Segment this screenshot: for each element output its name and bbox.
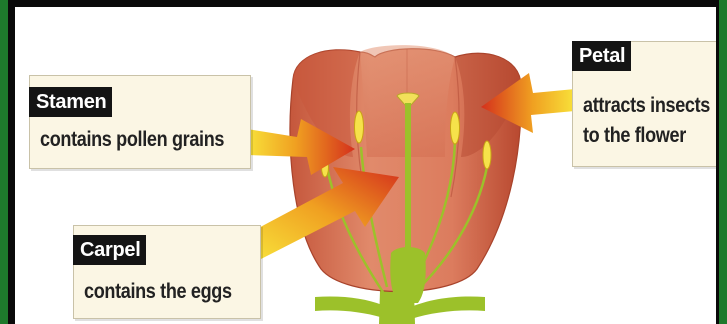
diagram-panel: contains pollen grains Stamen attracts i… bbox=[8, 0, 719, 324]
carpel-description: contains the eggs bbox=[84, 278, 232, 306]
stamen-description: contains pollen grains bbox=[40, 126, 224, 154]
petal-description-line2: to the flower bbox=[583, 122, 686, 150]
petal-title: Petal bbox=[572, 41, 631, 71]
carpel-title: Carpel bbox=[73, 235, 146, 265]
stamen-title: Stamen bbox=[29, 87, 112, 117]
petal-description-line1: attracts insects bbox=[583, 92, 710, 120]
